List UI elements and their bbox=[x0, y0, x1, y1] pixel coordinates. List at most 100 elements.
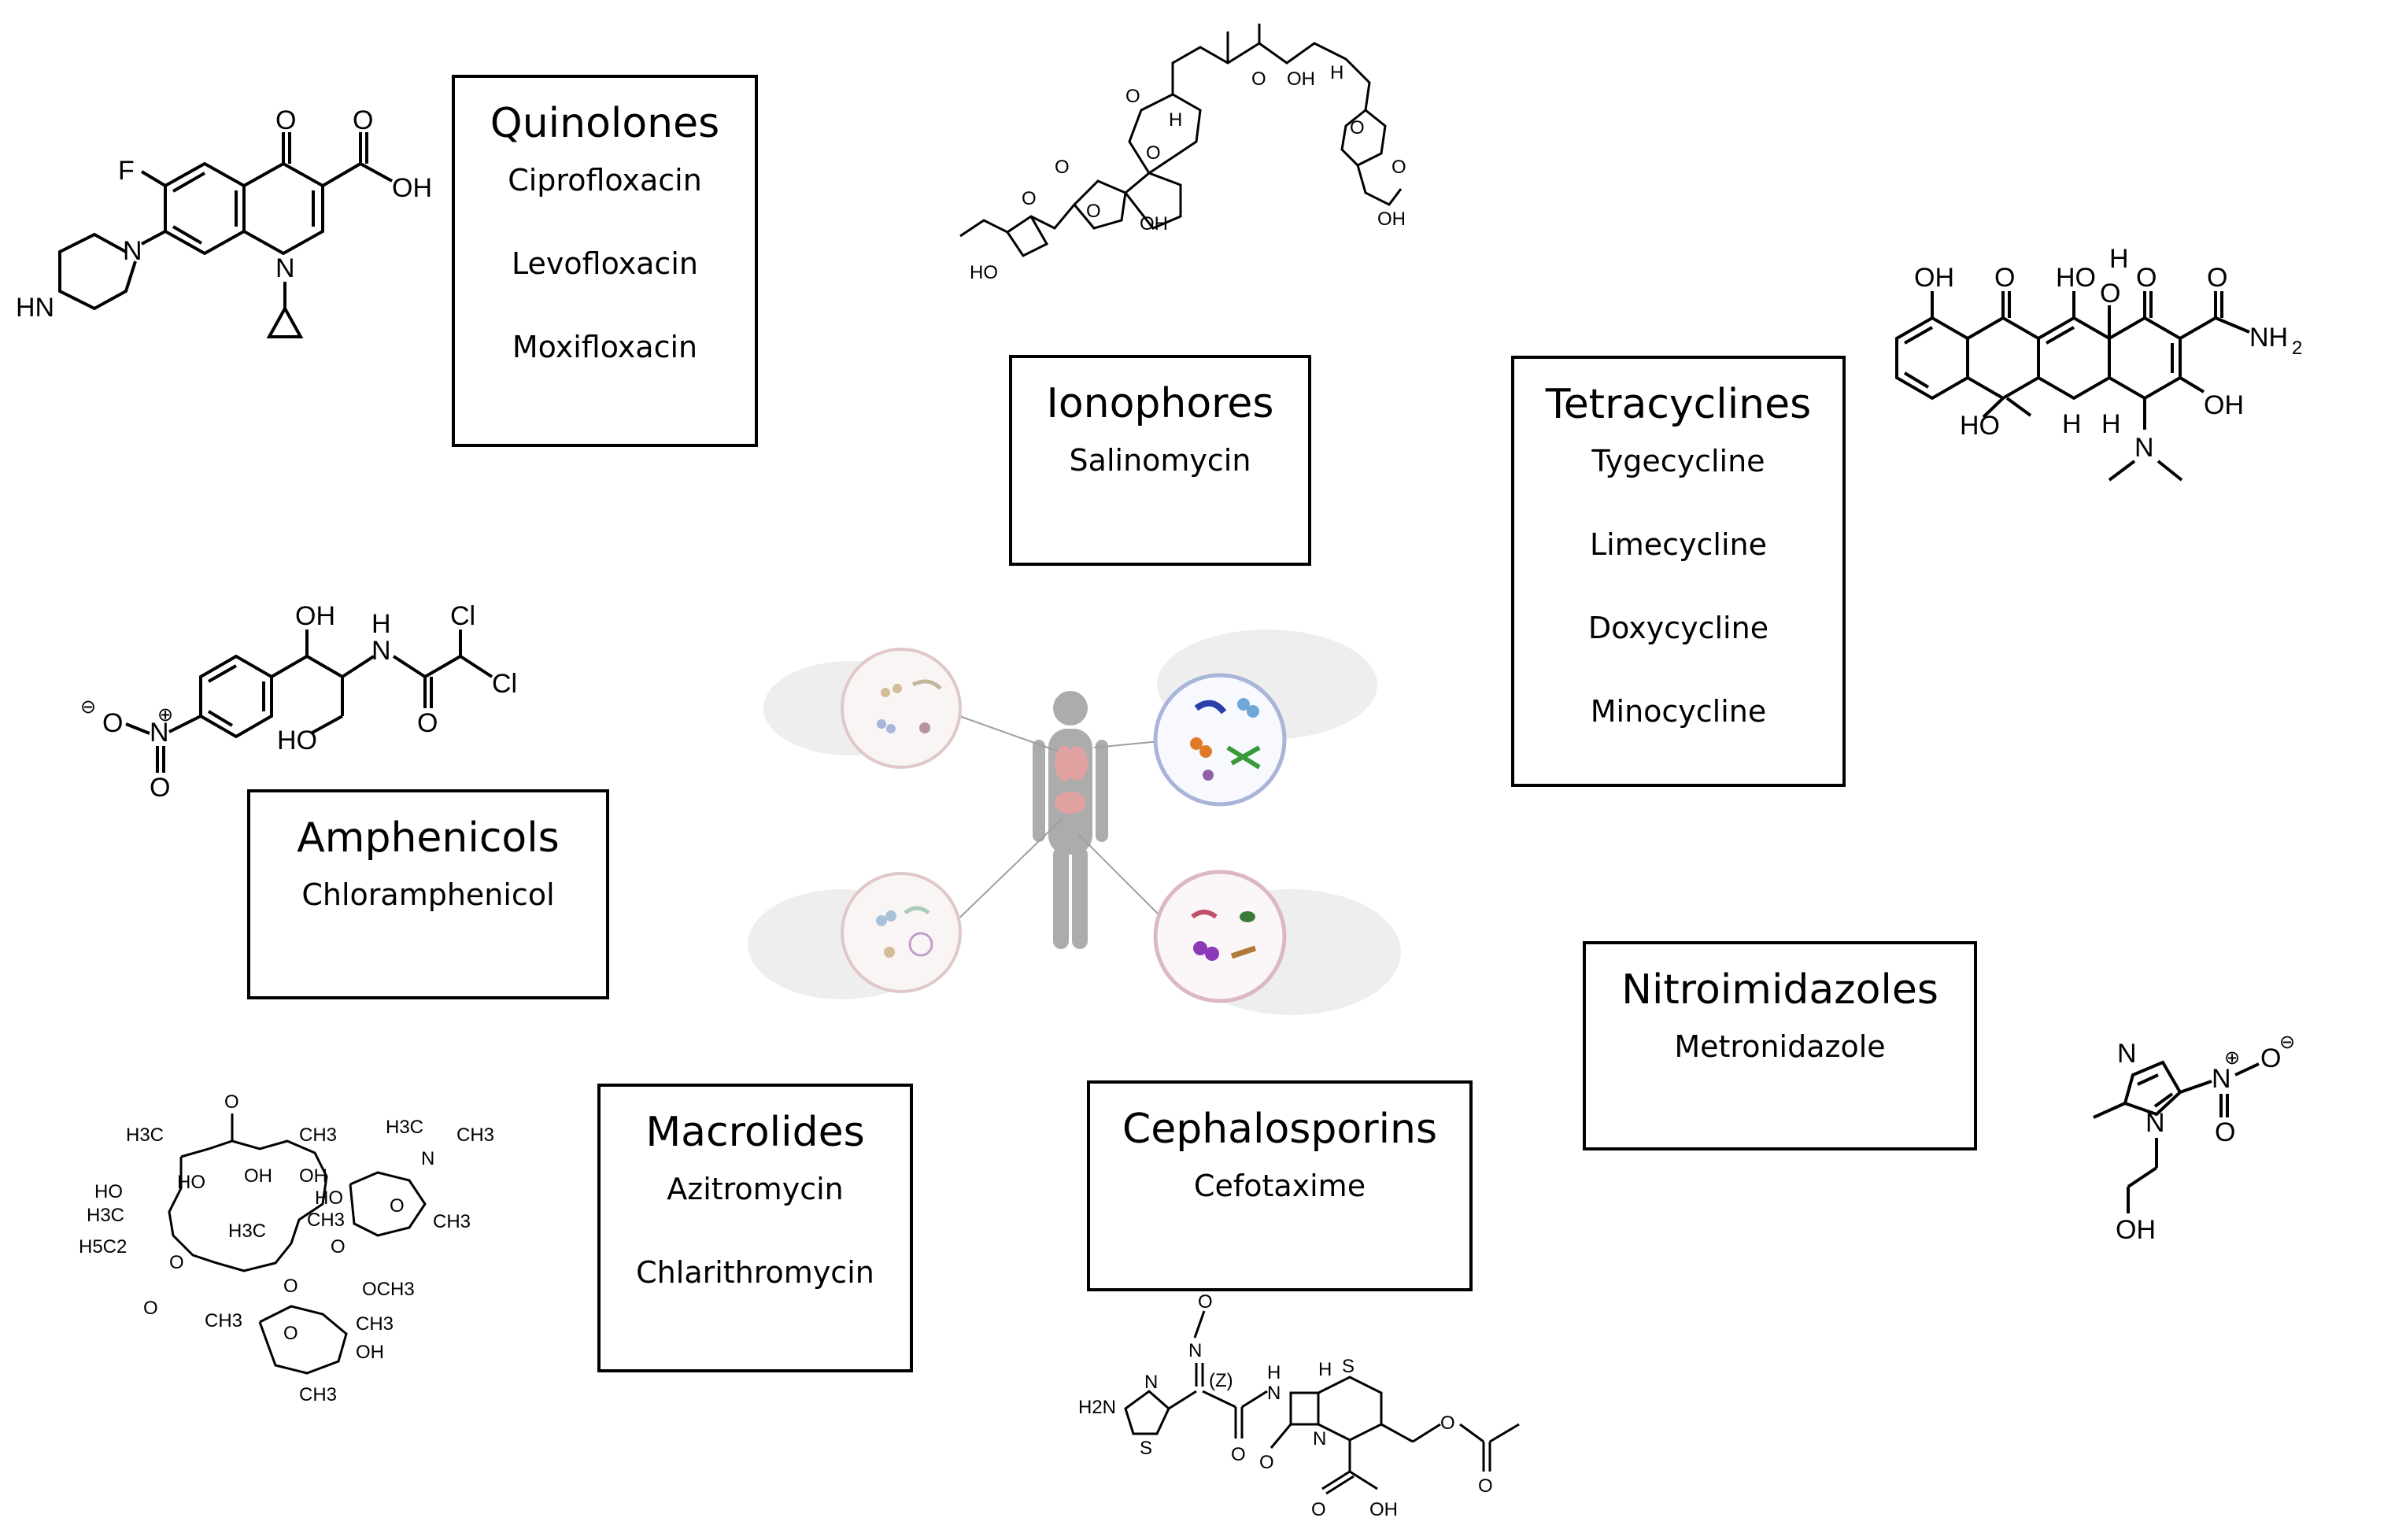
atom-label: O bbox=[2136, 263, 2157, 293]
atom-label: O bbox=[1022, 188, 1037, 209]
atom-label: N bbox=[2117, 1039, 2137, 1069]
atom-label: CH3 bbox=[307, 1209, 345, 1231]
atom-label: O bbox=[2215, 1117, 2235, 1147]
class-title: Macrolides bbox=[645, 1109, 865, 1156]
atom-label: H bbox=[1330, 62, 1343, 83]
cephalosporins-box: Cephalosporins Cefotaxime bbox=[1087, 1080, 1473, 1291]
atom-label: O bbox=[1231, 1444, 1246, 1465]
atom-label: OH bbox=[299, 1165, 327, 1187]
atom-label: O bbox=[1146, 142, 1161, 164]
quinolone-structure: O O OH F N N HN bbox=[16, 105, 432, 338]
atom-label: CH3 bbox=[205, 1310, 242, 1331]
atom-label: O bbox=[283, 1323, 298, 1344]
atom-label: O bbox=[390, 1195, 405, 1217]
atom-label: N bbox=[1313, 1428, 1326, 1450]
atom-label: OH bbox=[2204, 390, 2244, 420]
drug-name: Metronidazole bbox=[1674, 1029, 1886, 1064]
atom-label: CH3 bbox=[456, 1125, 494, 1146]
class-title: Quinolones bbox=[490, 100, 720, 147]
atom-label: O bbox=[102, 708, 123, 738]
macrolide-structure: O H3C CH3 HO HO OH OH H3C H3C CH3 H5C2 O… bbox=[79, 1091, 494, 1405]
class-title: Tetracyclines bbox=[1545, 381, 1812, 428]
atom-label: O bbox=[150, 773, 170, 803]
atom-label: S bbox=[1140, 1438, 1152, 1459]
class-title: Cephalosporins bbox=[1122, 1106, 1438, 1153]
atom-label: H5C2 bbox=[79, 1236, 127, 1257]
atom-label: OH bbox=[295, 601, 335, 631]
drug-name: Moxifloxacin bbox=[512, 330, 698, 364]
atom-label: N bbox=[2134, 433, 2154, 463]
atom-label: O bbox=[417, 708, 438, 738]
atom-label: ⊕ bbox=[2224, 1047, 2240, 1069]
atom-label: N bbox=[1267, 1383, 1281, 1404]
metronidazole-structure: N N N ⊕ O ⊖ O OH bbox=[2093, 1032, 2295, 1245]
atom-label: N bbox=[1188, 1340, 1202, 1361]
drug-name: Minocycline bbox=[1590, 694, 1767, 729]
atom-label: O bbox=[1391, 157, 1406, 178]
atom-label: HN bbox=[16, 293, 54, 323]
atom-label: H bbox=[2109, 244, 2129, 274]
atom-label: ⊖ bbox=[80, 696, 96, 718]
atom-label: O bbox=[2100, 279, 2120, 308]
chloramphenicol-structure: OH H N O Cl Cl HO N ⊕ O ⊖ O bbox=[80, 601, 517, 803]
atom-label: Cl bbox=[492, 669, 517, 699]
tetracycline-structure: OH O HO H O O O NH 2 OH HO H H N bbox=[1895, 244, 2302, 482]
atom-label: N bbox=[421, 1148, 434, 1169]
atom-label: CH3 bbox=[299, 1125, 337, 1146]
atom-label: H bbox=[1318, 1359, 1332, 1380]
atom-label: OH bbox=[356, 1342, 384, 1363]
atom-label: O bbox=[1125, 86, 1140, 107]
atom-label: O bbox=[1311, 1499, 1326, 1520]
atom-label: (Z) bbox=[1209, 1370, 1233, 1391]
atom-label: H3C bbox=[87, 1205, 124, 1226]
atom-label: O bbox=[1251, 68, 1266, 90]
atom-label: H2N bbox=[1078, 1397, 1116, 1418]
atom-label: HO bbox=[970, 262, 998, 283]
atom-label: OCH3 bbox=[362, 1279, 415, 1300]
atom-label: Cl bbox=[450, 601, 475, 631]
atom-label: O bbox=[1478, 1475, 1493, 1497]
atom-label: N bbox=[371, 636, 391, 666]
atom-label: ⊖ bbox=[2279, 1032, 2295, 1053]
atom-label: N bbox=[150, 718, 169, 748]
atom-label: OH bbox=[2116, 1215, 2156, 1245]
drug-name: Salinomycin bbox=[1069, 443, 1251, 478]
atom-label: O bbox=[2260, 1043, 2281, 1073]
atom-label: O bbox=[1440, 1413, 1455, 1434]
atom-label: HO bbox=[277, 726, 317, 755]
atom-label: OH bbox=[1914, 263, 1954, 293]
atom-label: F bbox=[118, 156, 135, 186]
atom-label: H3C bbox=[126, 1125, 164, 1146]
atom-label: N bbox=[1144, 1372, 1158, 1393]
atom-label: H bbox=[371, 609, 391, 639]
nitroimidazoles-box: Nitroimidazoles Metronidazole bbox=[1583, 941, 1977, 1150]
drug-name: Levofloxacin bbox=[512, 246, 698, 281]
atom-label: H bbox=[1169, 109, 1182, 131]
drug-name: Chloramphenicol bbox=[301, 877, 555, 912]
atom-label: H3C bbox=[386, 1117, 423, 1138]
atom-label: CH3 bbox=[299, 1384, 337, 1405]
atom-label: HO bbox=[2056, 263, 2096, 293]
atom-label: OH bbox=[392, 173, 432, 203]
atom-label: O bbox=[143, 1298, 158, 1319]
atom-label: CH3 bbox=[433, 1211, 471, 1232]
atom-label: ⊕ bbox=[157, 704, 173, 726]
atom-label: O bbox=[2207, 263, 2227, 293]
tetracyclines-box: Tetracyclines Tygecycline Limecycline Do… bbox=[1511, 356, 1846, 787]
atom-label: O bbox=[353, 105, 373, 135]
drug-name: Chlarithromycin bbox=[636, 1255, 874, 1290]
atom-label: O bbox=[1086, 201, 1101, 222]
atom-label: O bbox=[224, 1091, 239, 1113]
atom-label: HO bbox=[94, 1181, 123, 1202]
atom-label: O bbox=[283, 1276, 298, 1297]
salinomycin-structure: O HO O OH O H O OH H O O OH O O bbox=[959, 24, 1406, 283]
atom-label: O bbox=[1350, 117, 1365, 138]
atom-label: 2 bbox=[2292, 338, 2302, 359]
class-title: Ionophores bbox=[1046, 380, 1274, 427]
atom-label: S bbox=[1342, 1356, 1355, 1377]
atom-label: O bbox=[275, 105, 296, 135]
atom-label: H bbox=[2062, 409, 2082, 439]
atom-label: H bbox=[1267, 1362, 1281, 1383]
atom-label: O bbox=[169, 1252, 184, 1273]
drug-name: Limecycline bbox=[1590, 527, 1767, 562]
